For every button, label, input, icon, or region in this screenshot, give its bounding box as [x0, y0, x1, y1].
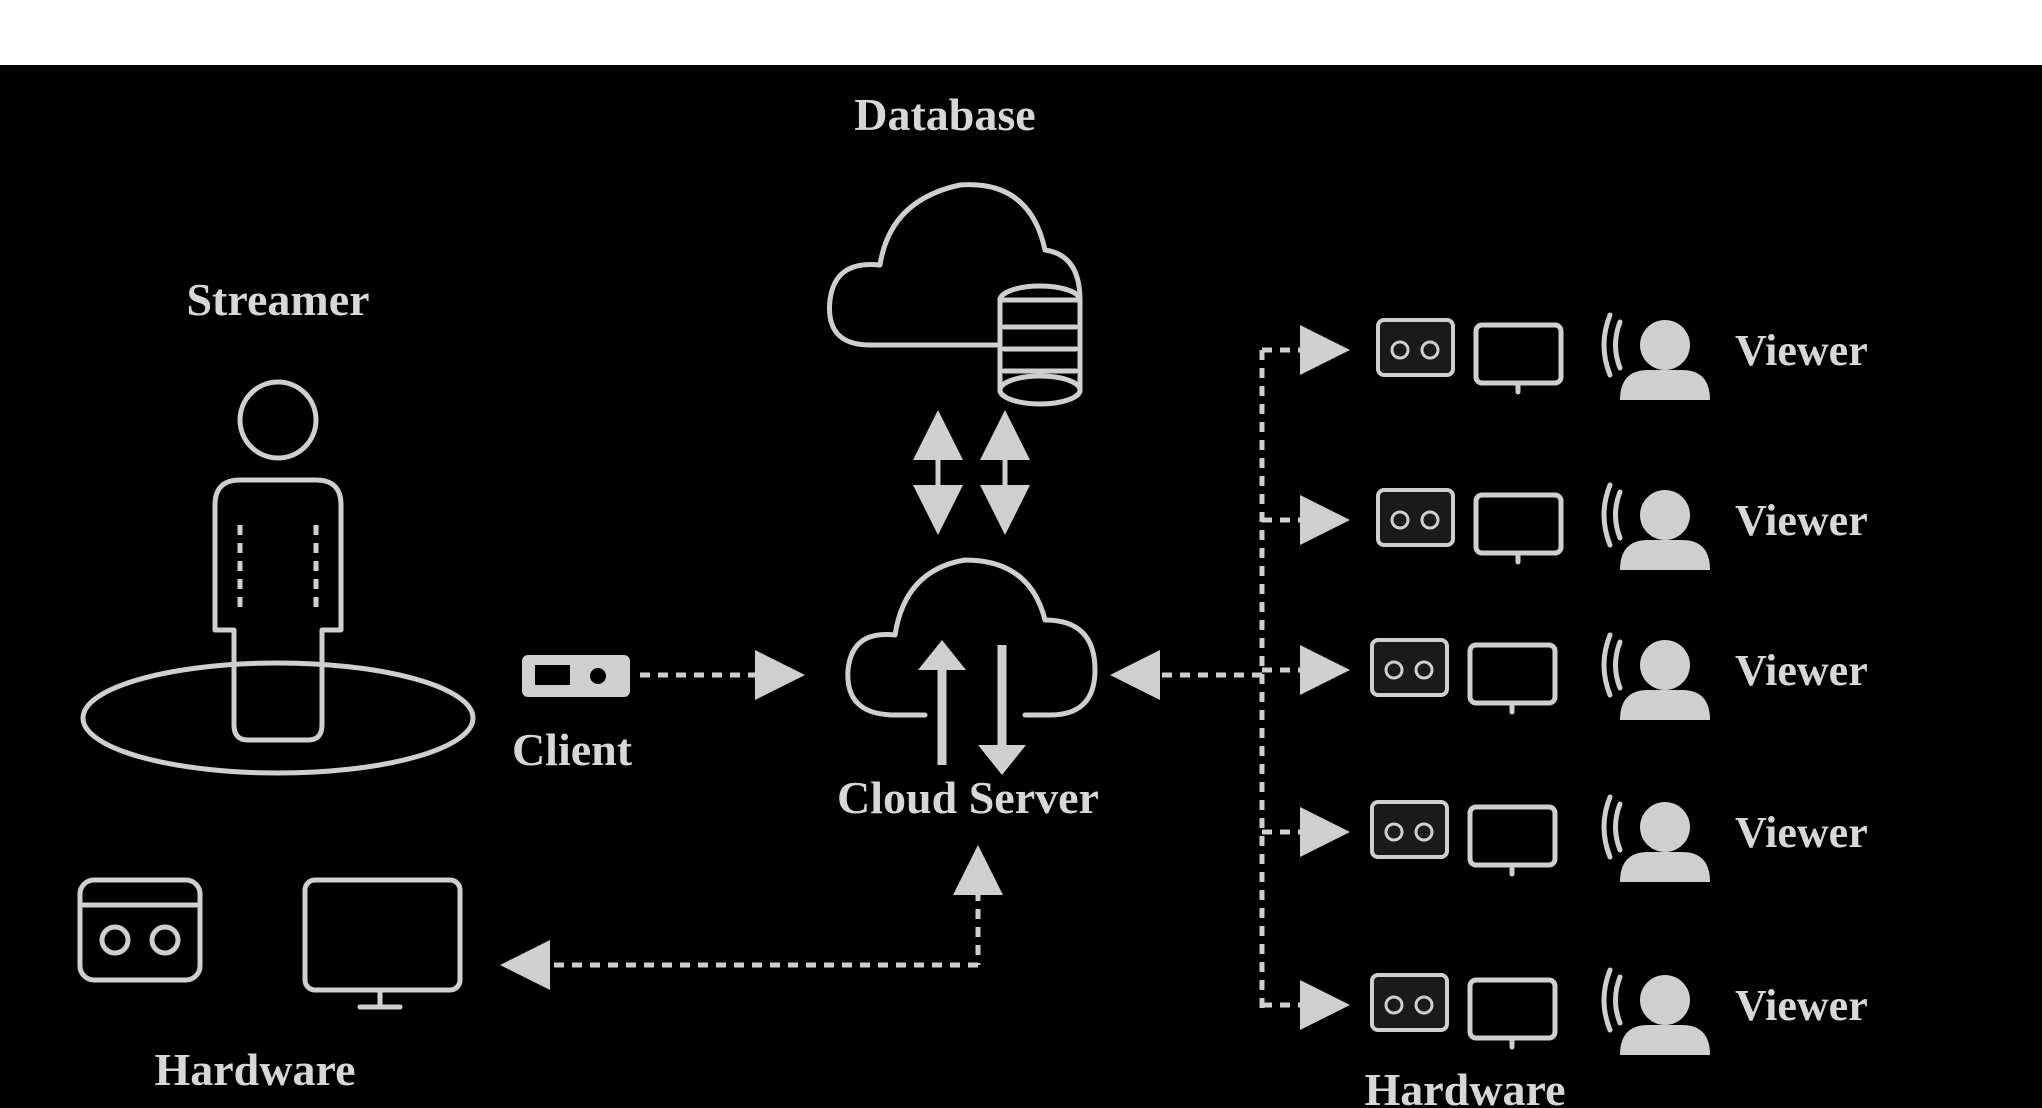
- viewer-label: Viewer: [1735, 496, 1868, 545]
- monitor-icon: [1467, 804, 1558, 877]
- viewer-label: Viewer: [1735, 808, 1868, 857]
- cloud-server-label: Cloud Server: [837, 772, 1099, 823]
- database-label: Database: [854, 89, 1035, 140]
- monitor-icon: [302, 877, 463, 1010]
- streamer-label: Streamer: [186, 274, 369, 325]
- architecture-diagram-panel: Database Streamer Client C: [0, 65, 2042, 1108]
- vr-headset-icon: [1376, 488, 1455, 547]
- viewer-avatar-icon: [1601, 482, 1710, 570]
- architecture-diagram: Database Streamer Client C: [77, 89, 1868, 1108]
- vr-headset-icon: [1370, 973, 1449, 1032]
- monitor-icon: [1467, 977, 1558, 1050]
- viewer-row: Viewer: [1262, 967, 1868, 1055]
- viewer-row: Viewer: [1262, 632, 1868, 720]
- viewer-label: Viewer: [1735, 326, 1868, 375]
- monitor-icon: [1473, 492, 1564, 565]
- client-device-icon: [522, 655, 630, 697]
- monitor-icon: [1467, 642, 1558, 715]
- vr-headset-icon: [77, 877, 203, 983]
- viewer-label: Viewer: [1735, 981, 1868, 1030]
- viewer-avatar-icon: [1601, 967, 1710, 1055]
- vr-headset-icon: [1376, 318, 1455, 377]
- hardware-right-label: Hardware: [1364, 1064, 1565, 1108]
- viewer-label: Viewer: [1735, 646, 1868, 695]
- cloud-upload-download-icon: [845, 557, 1098, 775]
- monitor-icon: [1473, 322, 1564, 395]
- client-label: Client: [512, 724, 633, 775]
- viewer-avatar-icon: [1601, 312, 1710, 400]
- person-icon: [80, 379, 476, 776]
- viewer-row: Viewer: [1262, 794, 1868, 882]
- hardware-left-label: Hardware: [154, 1044, 355, 1095]
- viewer-avatar-icon: [1601, 794, 1710, 882]
- cloud-database-icon: [827, 182, 1083, 407]
- viewer-row: Viewer: [1262, 312, 1868, 400]
- viewer-avatar-icon: [1601, 632, 1710, 720]
- vr-headset-icon: [1370, 800, 1449, 859]
- top-white-strip: [0, 0, 2042, 65]
- viewer-row: Viewer: [1262, 482, 1868, 570]
- vr-headset-icon: [1370, 638, 1449, 697]
